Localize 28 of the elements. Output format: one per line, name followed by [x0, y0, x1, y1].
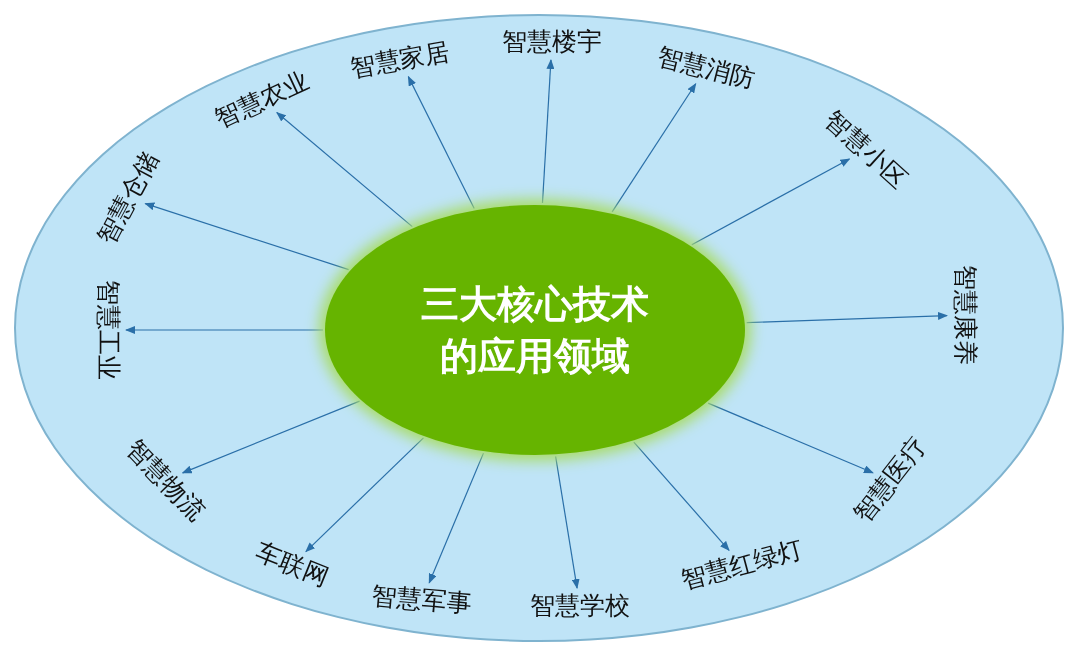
arrow — [144, 202, 350, 271]
field-label: 智慧农业 — [210, 66, 314, 134]
field-label: 智慧工业 — [94, 280, 122, 380]
arrow — [633, 441, 730, 551]
arrow — [428, 452, 485, 584]
arrow — [611, 82, 697, 213]
arrow — [707, 402, 874, 474]
arrow — [555, 455, 580, 590]
field-label: 智慧医疗 — [848, 432, 932, 528]
field-label: 智慧消防 — [654, 42, 758, 94]
arrow — [691, 158, 851, 246]
field-label: 智慧家居 — [348, 37, 452, 83]
field-label: 车联网 — [252, 537, 332, 593]
arrow — [407, 75, 475, 209]
arrow — [276, 111, 413, 228]
arrow — [305, 437, 425, 553]
arrow — [746, 311, 948, 324]
field-label: 智慧小区 — [819, 106, 913, 194]
field-label: 智慧物流 — [120, 434, 210, 526]
arrow — [541, 59, 555, 204]
field-label: 智慧红绿灯 — [678, 535, 806, 595]
field-label: 智慧仓储 — [92, 147, 164, 249]
field-label: 智慧康养 — [951, 265, 979, 365]
field-label: 智慧学校 — [530, 592, 630, 620]
field-label: 智慧军事 — [370, 581, 474, 619]
arrow — [125, 326, 324, 334]
field-label: 智慧楼宇 — [502, 28, 602, 56]
arrow — [181, 400, 361, 474]
